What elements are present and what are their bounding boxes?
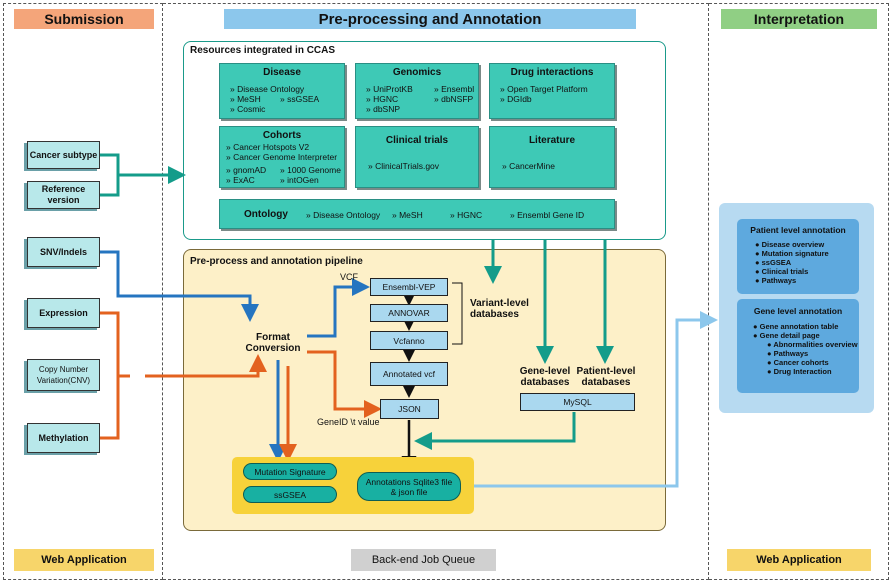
- web-application-left: Web Application: [14, 549, 154, 571]
- pipeline-title: Pre-process and annotation pipeline: [190, 256, 363, 267]
- expression-input: Expression: [27, 298, 100, 328]
- cohorts-box: Cohorts » Cancer Hotspots V2 » Cancer Ge…: [219, 126, 345, 188]
- ontology-item: HGNC: [457, 210, 483, 220]
- format-conversion-label: Format Conversion: [245, 332, 301, 354]
- json-box: JSON: [380, 399, 439, 419]
- mysql-box: MySQL: [520, 393, 635, 411]
- cohorts-item: 1000 Genome: [287, 165, 341, 175]
- cohorts-item: Cancer Genome Interpreter: [233, 152, 338, 162]
- reference-version-input: Reference version: [27, 181, 100, 209]
- drug-item: Open Target Platform: [507, 84, 588, 94]
- arrow-snv-to-format: [100, 250, 259, 322]
- cohorts-item: ExAC: [233, 175, 255, 185]
- interpretation-header: Interpretation: [721, 9, 877, 29]
- cohorts-item: intOGen: [287, 175, 319, 185]
- ensembl-vep-box: Ensembl-VEP: [370, 278, 448, 296]
- arrow-format-to-vep: [307, 278, 370, 338]
- patient-db-label: Patient-level databases: [576, 366, 636, 388]
- preprocessing-column: [163, 3, 709, 580]
- interpretation-column: [709, 3, 889, 580]
- drug-interactions-box: Drug interactions » Open Target Platform…: [489, 63, 615, 119]
- vcfanno-box: Vcfanno: [370, 331, 448, 350]
- gene-level-title: Gene level annotation: [753, 306, 843, 316]
- genomics-item: dbNSFP: [441, 94, 474, 104]
- literature-title: Literature: [528, 135, 576, 146]
- genomics-item: UniProtKB: [373, 84, 413, 94]
- cohorts-item: gnomAD: [233, 165, 267, 175]
- cohorts-item: Cancer Hotspots V2: [233, 142, 310, 152]
- gene-subitem: Abnormalities overview: [773, 340, 858, 349]
- gene-subitem: Cancer cohorts: [773, 358, 829, 367]
- ontology-item: Ensembl Gene ID: [517, 210, 585, 220]
- literature-box: Literature » CancerMine: [489, 126, 615, 188]
- backend-job-queue: Back-end Job Queue: [351, 549, 496, 571]
- cancer-subtype-input: Cancer subtype: [27, 141, 100, 169]
- mutation-signature-pill: Mutation Signature: [243, 463, 337, 480]
- genomics-item: dbSNP: [373, 104, 401, 114]
- patient-level-box: Patient level annotation ● Disease overv…: [737, 219, 859, 294]
- genomics-item: HGNC: [373, 94, 399, 104]
- patient-item: Mutation signature: [761, 249, 829, 258]
- disease-item: ssGSEA: [287, 94, 320, 104]
- clinical-trials-box: Clinical trials » ClinicalTrials.gov: [355, 126, 479, 188]
- genomics-title: Genomics: [392, 67, 442, 78]
- cnv-input: Copy Number Variation(CNV): [27, 359, 100, 391]
- patient-item: ssGSEA: [761, 258, 792, 267]
- snv-indels-input: SNV/Indels: [27, 237, 100, 267]
- preprocessing-header: Pre-processing and Annotation: [224, 9, 636, 29]
- arrow-format-to-json: [307, 350, 382, 418]
- gene-subitem: Drug Interaction: [773, 367, 832, 376]
- annotated-vcf-box: Annotated vcf: [370, 362, 448, 386]
- drug-item: DGIdb: [507, 94, 532, 104]
- methylation-input: Methylation: [27, 423, 100, 453]
- gene-item: Gene detail page: [759, 331, 820, 340]
- annovar-box: ANNOVAR: [370, 304, 448, 322]
- disease-item: MeSH: [237, 94, 261, 104]
- ontology-item: Disease Ontology: [313, 210, 381, 220]
- variant-db-label: Variant-level databases: [470, 298, 529, 320]
- submission-header: Submission: [14, 9, 154, 29]
- genomics-item: Ensembl: [441, 84, 475, 94]
- resources-title: Resources integrated in CCAS: [190, 45, 336, 56]
- disease-box: Disease » Disease Ontology » MeSH » ssGS…: [219, 63, 345, 119]
- drug-title: Drug interactions: [510, 67, 594, 78]
- arrow-to-interpretation: [474, 311, 718, 488]
- variant-bracket: [452, 282, 463, 345]
- gene-level-box: Gene level annotation ● Gene annotation …: [737, 299, 859, 393]
- submission-column: [3, 3, 163, 580]
- ssgsea-pill: ssGSEA: [243, 486, 337, 503]
- geneid-label: GeneID \t value: [317, 417, 380, 427]
- annotations-pill: Annotations Sqlite3 file & json file: [357, 472, 461, 501]
- gene-item: Gene annotation table: [759, 322, 839, 331]
- cohorts-title: Cohorts: [262, 130, 302, 141]
- patient-item: Clinical trials: [761, 267, 809, 276]
- vcf-label: VCF: [340, 272, 358, 282]
- arrow-submission-to-resources: [100, 153, 180, 197]
- arrow-expr-to-format: [100, 311, 258, 440]
- gene-subitem: Pathways: [773, 349, 809, 358]
- clinical-title: Clinical trials: [385, 135, 449, 146]
- gene-db-label: Gene-level databases: [519, 366, 571, 388]
- disease-item: Cosmic: [237, 104, 266, 114]
- literature-item: CancerMine: [509, 161, 555, 171]
- ontology-box: Ontology » Disease Ontology » MeSH » HGN…: [219, 199, 615, 229]
- patient-item: Pathways: [761, 276, 797, 285]
- disease-title: Disease: [263, 67, 301, 78]
- ontology-item: MeSH: [399, 210, 423, 220]
- patient-level-title: Patient level annotation: [750, 225, 846, 235]
- web-application-right: Web Application: [727, 549, 871, 571]
- genomics-box: Genomics » UniProtKB » Ensembl » HGNC » …: [355, 63, 479, 119]
- patient-item: Disease overview: [761, 240, 825, 249]
- clinical-item: ClinicalTrials.gov: [375, 161, 440, 171]
- arrow-mysql-to-annotations: [414, 412, 576, 450]
- ontology-title: Ontology: [244, 209, 288, 220]
- disease-item: Disease Ontology: [237, 84, 305, 94]
